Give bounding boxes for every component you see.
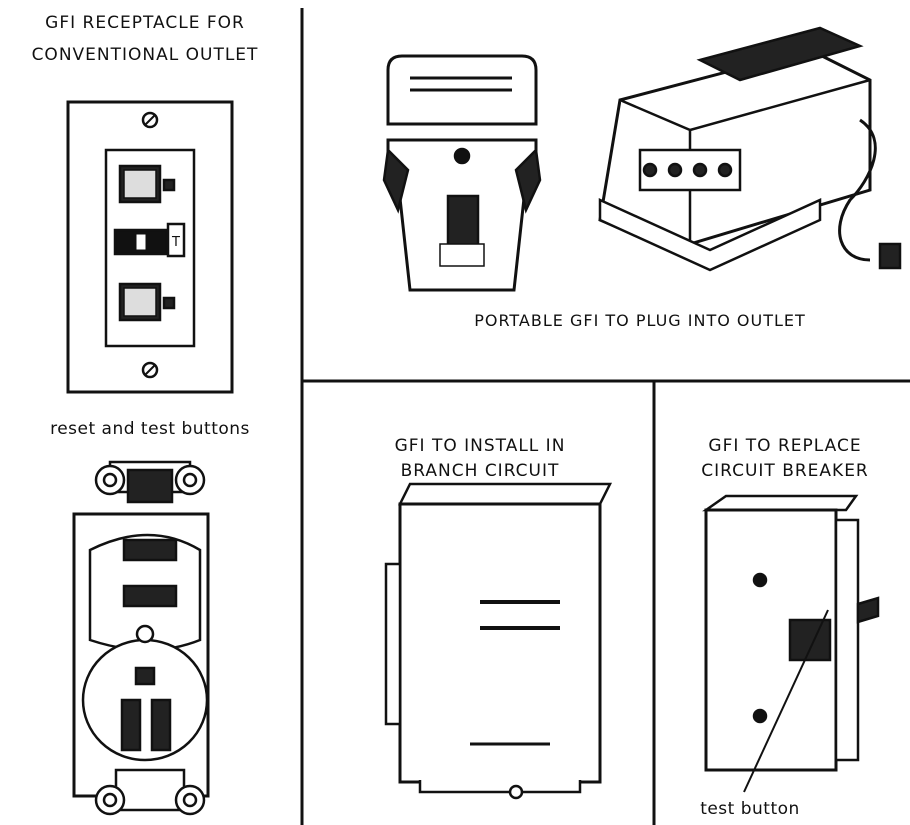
gfi-wall-plate: T xyxy=(68,102,232,392)
portable-plug-gfi xyxy=(384,56,540,290)
svg-text:T: T xyxy=(171,235,180,250)
circuit-breaker-gfi xyxy=(706,496,878,792)
portable-gfi-unit xyxy=(600,28,900,270)
gfi-duplex-receptacle xyxy=(74,462,208,814)
branch-circuit-gfi-box xyxy=(386,484,610,798)
